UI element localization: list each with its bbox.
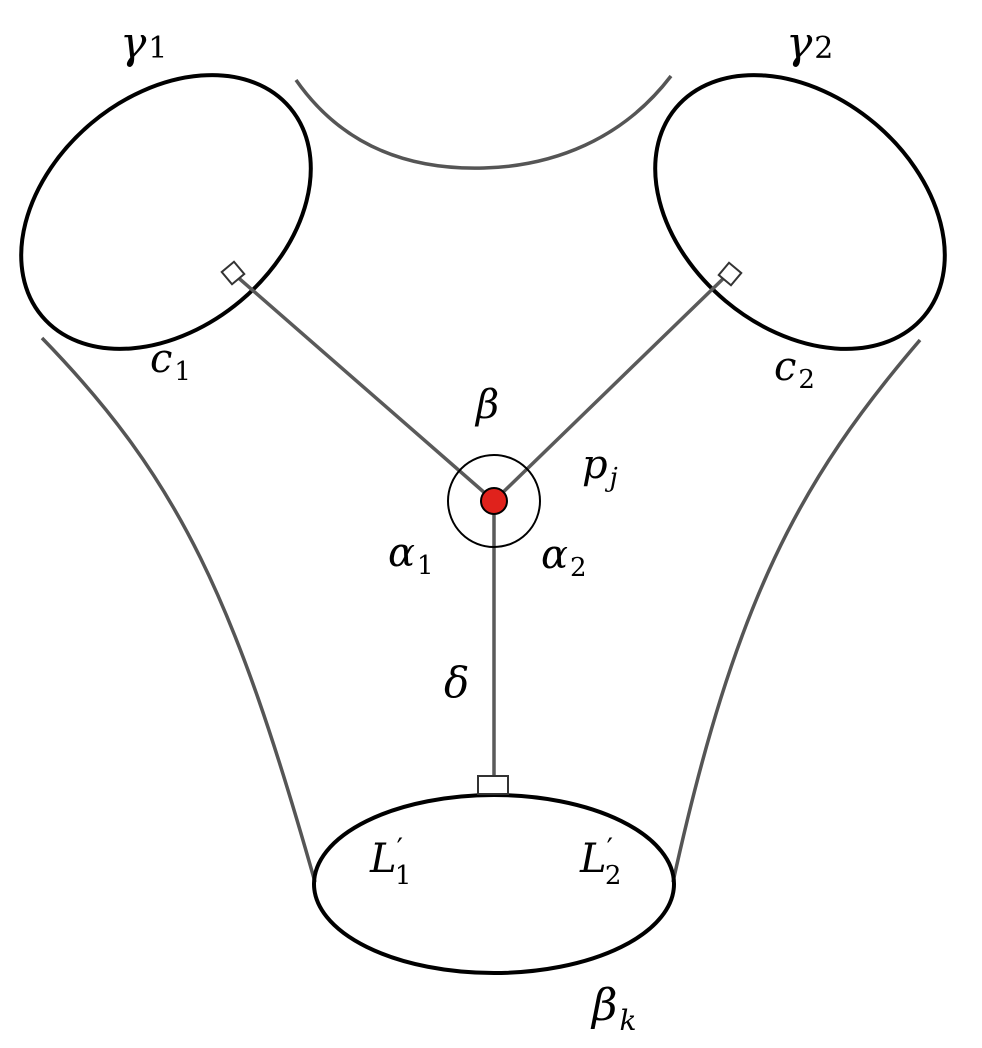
geodesics: [232, 272, 730, 795]
label-pj: pj: [582, 442, 618, 493]
label-c2: c2: [774, 344, 815, 395]
right-angle-marker-delta: [477, 775, 509, 795]
surface-outline: [40, 74, 922, 883]
geodesic-to-c1: [232, 272, 496, 503]
label-gamma1: γ1: [120, 18, 167, 69]
geodesic-to-c2: [492, 272, 730, 503]
boundary-gamma1: [19, 73, 313, 351]
label-c1: c1: [150, 336, 191, 387]
label-L1-prime: L′1: [369, 832, 411, 891]
right-angle-marker-c1: [220, 260, 246, 286]
label-beta: β: [474, 382, 499, 428]
angle-circle: [447, 454, 541, 548]
right-side-curve: [671, 338, 922, 883]
right-angle-markers: [220, 260, 743, 795]
top-saddle-curve: [294, 74, 673, 170]
label-delta: δ: [444, 658, 469, 707]
point-pj: [480, 487, 508, 515]
boundary-curves: [19, 73, 947, 975]
label-alpha1: α1: [388, 530, 434, 581]
label-alpha2: α2: [541, 532, 587, 583]
right-angle-marker-c2: [717, 261, 743, 287]
label-beta-k: βk: [590, 980, 636, 1037]
boundary-gamma2: [653, 73, 947, 351]
label-L2-prime: L′2: [579, 832, 621, 891]
left-side-curve: [40, 336, 317, 883]
label-gamma2: γ2: [786, 18, 833, 69]
